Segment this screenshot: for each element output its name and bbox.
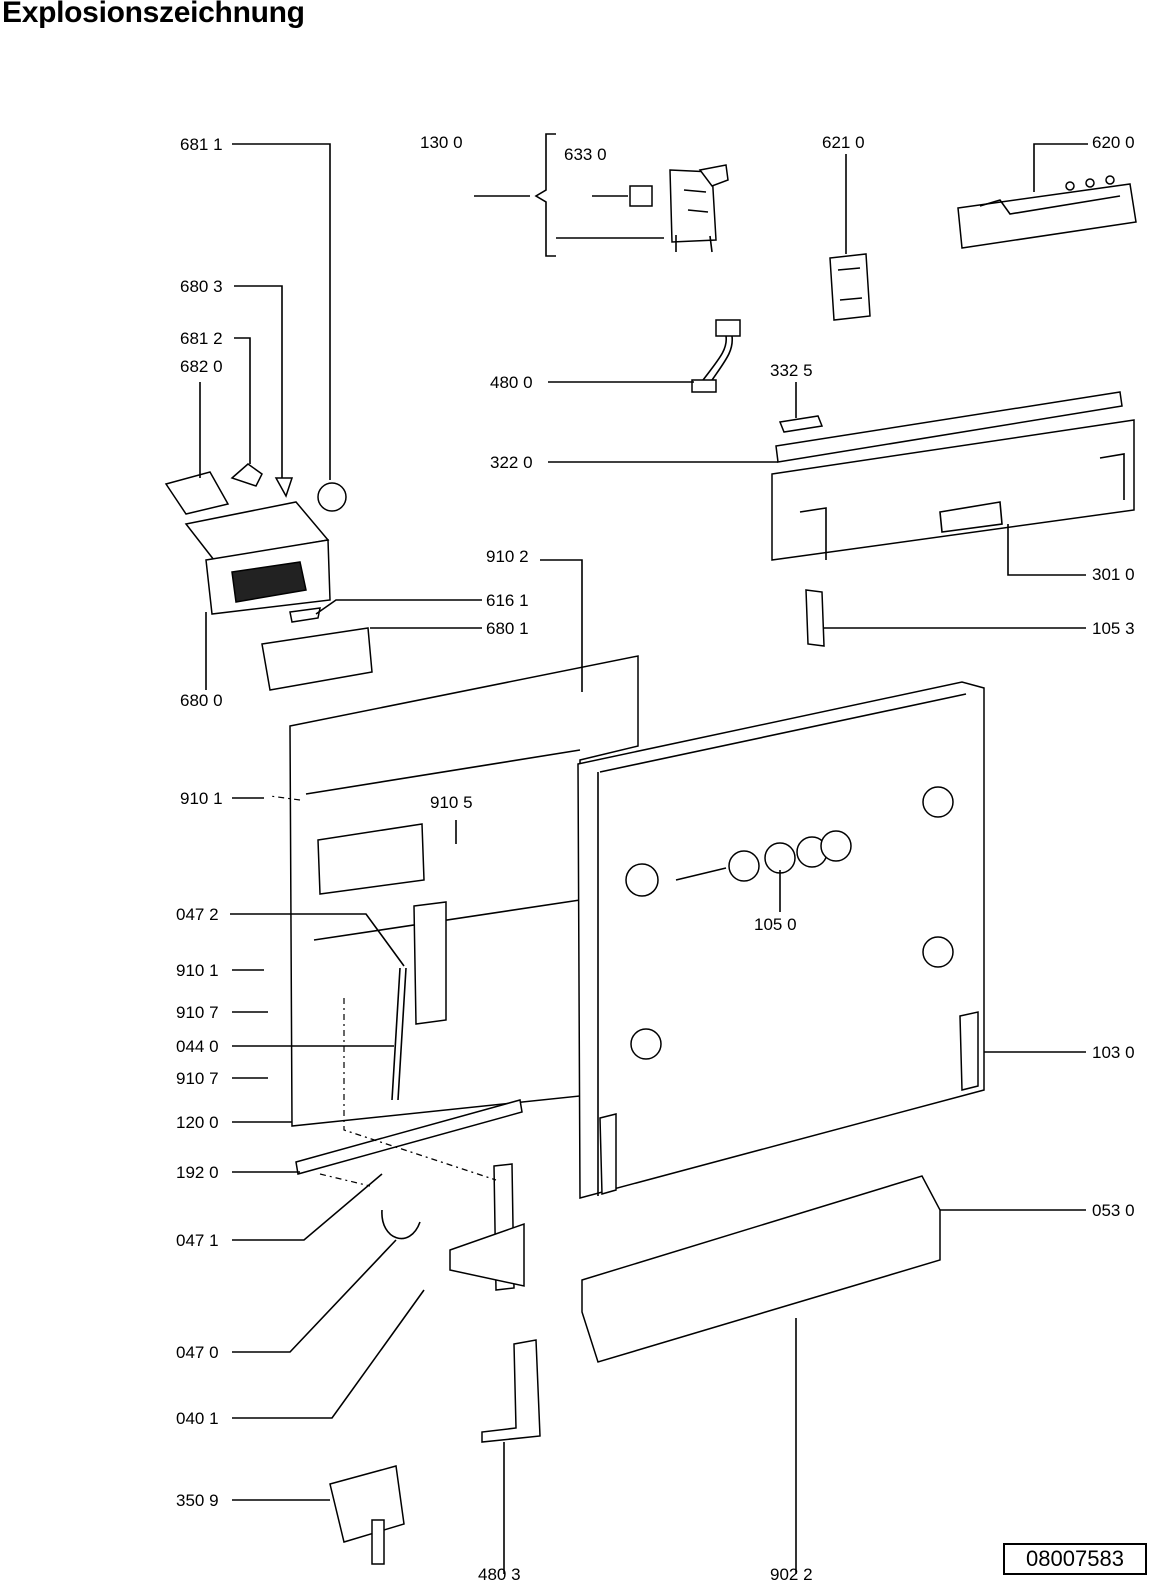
label-620-0: 620 0 — [1092, 133, 1135, 152]
part-bottom-profile — [581, 1175, 941, 1363]
label-910-1-b: 910 1 — [176, 961, 219, 980]
label-616-1: 616 1 — [486, 591, 529, 610]
label-682-0: 682 0 — [180, 357, 223, 376]
part-cable-harness — [691, 319, 741, 393]
label-350-9: 350 9 — [176, 1491, 219, 1510]
label-040-1: 040 1 — [176, 1409, 219, 1428]
label-047-1: 047 1 — [176, 1231, 219, 1250]
part-l-bracket — [481, 1339, 541, 1443]
page-title: Explosionszeichnung — [2, 0, 305, 29]
label-130-0: 130 0 — [420, 133, 463, 152]
label-910-7-a: 910 7 — [176, 1003, 219, 1022]
part-control-panel — [775, 391, 1123, 463]
part-switch — [829, 253, 871, 321]
label-910-5: 910 5 — [430, 793, 473, 812]
label-192-0: 192 0 — [176, 1163, 219, 1182]
label-633-0: 633 0 — [564, 145, 607, 164]
part-electronic-module — [957, 175, 1137, 249]
label-910-2: 910 2 — [486, 547, 529, 566]
part-fascia — [771, 419, 1135, 561]
label-681-2: 681 2 — [180, 329, 223, 348]
label-910-1-a: 910 1 — [180, 789, 223, 808]
label-480-0: 480 0 — [490, 373, 533, 392]
part-gasket — [261, 627, 373, 691]
part-spring — [391, 967, 407, 1101]
part-hinge-bracket — [629, 164, 729, 253]
label-047-0: 047 0 — [176, 1343, 219, 1362]
label-902-2: 902 2 — [770, 1565, 813, 1584]
label-480-3: 480 3 — [478, 1565, 521, 1584]
part-small-bracket — [778, 415, 824, 433]
part-labels: 681 1 130 0 633 0 621 0 620 0 680 3 681 … — [176, 133, 1135, 1584]
part-mount-bracket — [805, 589, 825, 647]
part-door-hinge — [381, 1163, 525, 1291]
label-301-0: 301 0 — [1092, 565, 1135, 584]
label-621-0: 621 0 — [822, 133, 865, 152]
label-044-0: 044 0 — [176, 1037, 219, 1056]
label-105-3: 105 3 — [1092, 619, 1135, 638]
label-120-0: 120 0 — [176, 1113, 219, 1132]
label-047-2: 047 2 — [176, 905, 219, 924]
label-680-1: 680 1 — [486, 619, 529, 638]
label-681-1: 681 1 — [180, 135, 223, 154]
part-door-lock — [329, 1465, 405, 1565]
part-inner-door — [289, 655, 639, 1127]
label-053-0: 053 0 — [1092, 1201, 1135, 1220]
label-105-0: 105 0 — [754, 915, 797, 934]
part-dispenser-assembly — [164, 463, 347, 623]
leader-lines — [199, 133, 1088, 1574]
document-number-box: 08007583 — [1003, 1543, 1147, 1575]
part-rail — [295, 1099, 523, 1175]
label-910-7-b: 910 7 — [176, 1069, 219, 1088]
label-680-0: 680 0 — [180, 691, 223, 710]
label-680-3: 680 3 — [180, 277, 223, 296]
label-103-0: 103 0 — [1092, 1043, 1135, 1062]
label-332-5: 332 5 — [770, 361, 813, 380]
part-outer-door — [577, 681, 985, 1199]
label-322-0: 322 0 — [490, 453, 533, 472]
